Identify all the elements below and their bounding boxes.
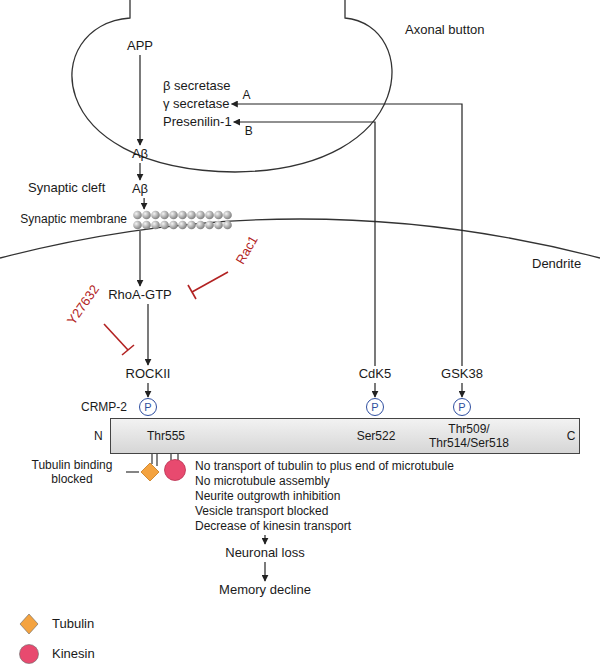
arrow-connector: [264, 535, 265, 544]
arrow-connector: [139, 163, 140, 180]
membrane-label: Synaptic membrane: [20, 212, 127, 227]
site-label: Ser522: [357, 429, 396, 443]
legend-text: Tubulin: [52, 616, 94, 631]
effect-line: Vesicle transport blocked: [195, 504, 454, 519]
kinase-label-text: ROCKII: [126, 366, 171, 382]
terminus-label: C: [567, 429, 576, 443]
legend-swatch-shape: [20, 645, 39, 664]
enzyme-label-text: Presenilin-1: [163, 114, 232, 130]
outcome-label-text: Neuronal loss: [225, 545, 305, 561]
peptide-label-text: Aβ: [132, 181, 148, 197]
kinase-label-text: CdK5: [359, 366, 392, 382]
arrow-connector: [139, 231, 140, 286]
membrane-band: Synaptic membrane: [133, 210, 233, 230]
arrow-connector: [374, 383, 375, 397]
arrow-connector: [147, 304, 148, 365]
outcome-label: Memory decline: [219, 582, 311, 598]
site-label: Thr555: [147, 429, 185, 443]
effect-line: Neurite outgrowth inhibition: [195, 489, 454, 504]
inhibitor-label: Y27632: [63, 281, 103, 329]
effect-line: No transport of tubulin to plus end of m…: [195, 459, 454, 474]
legend-swatch-shape: [20, 614, 38, 634]
enzyme-label-text: β secretase: [163, 78, 230, 94]
kinase-label-text: GSK38: [441, 366, 483, 382]
y27632-inhibition: [104, 324, 134, 355]
site-label: Thr509/ Thr514/Ser518: [419, 422, 519, 450]
outcome-label: Neuronal loss: [225, 545, 305, 561]
effect-line: No microtubule assembly: [195, 474, 454, 489]
protein-label: APP: [127, 38, 153, 54]
edge-label: A: [241, 88, 251, 102]
protein-name: CRMP-2: [81, 400, 127, 414]
enzyme-label: β secretase: [163, 78, 230, 94]
rac1-inhibition: [188, 272, 228, 299]
enzyme-label: γ secretase: [163, 96, 229, 112]
tubulin-diamond: [141, 463, 159, 481]
inhibitor-label: Rac1: [232, 232, 262, 268]
crmp2-bar: CRMP-2NThr555Ser522Thr509/ Thr514/Ser518…: [110, 418, 580, 454]
enzyme-label-text: γ secretase: [163, 96, 229, 112]
protein-label-text: APP: [127, 38, 153, 54]
phospho-letter: P: [367, 399, 383, 415]
kinase-label: ROCKII: [126, 366, 171, 382]
phospho-letter: P: [140, 399, 156, 415]
legend-swatch: [18, 613, 40, 635]
phospho-letter: P: [454, 399, 470, 415]
arrow-connector: [264, 562, 265, 581]
phospho-circle: P: [453, 398, 471, 416]
legend-swatch: [18, 643, 40, 665]
kinase-label: CdK5: [359, 366, 392, 382]
arrow-connector: [232, 104, 463, 366]
annotation: Tubulin binding blocked: [22, 458, 122, 486]
phospho-circle: P: [366, 398, 384, 416]
kinesin-circle: [165, 460, 186, 481]
legend-text: Kinesin: [52, 646, 95, 661]
arrow-connector: [461, 383, 462, 397]
peptide-label: Aβ: [132, 146, 148, 162]
lipid-beads: [133, 210, 233, 230]
arrow-connector: [147, 383, 148, 397]
edge-label: B: [244, 124, 254, 138]
axonal-button-outline: [72, 0, 392, 172]
phospho-circle: P: [139, 398, 157, 416]
kinase-label: GSK38: [441, 366, 483, 382]
enzyme-label: Presenilin-1: [163, 114, 232, 130]
peptide-label: Aβ: [132, 181, 148, 197]
outcome-label-text: Memory decline: [219, 582, 311, 598]
protein-label: RhoA-GTP: [108, 287, 172, 303]
arrow-connector: [139, 55, 140, 145]
terminus-label: N: [94, 429, 103, 443]
effects-list: No transport of tubulin to plus end of m…: [195, 459, 454, 534]
region-label: Axonal button: [405, 22, 485, 38]
region-label: Dendrite: [532, 256, 581, 272]
peptide-label-text: Aβ: [132, 146, 148, 162]
arrow-connector: [144, 198, 145, 209]
protein-label-text: RhoA-GTP: [108, 287, 172, 303]
region-label: Synaptic cleft: [28, 180, 105, 196]
effect-line: Decrease of kinesin transport: [195, 519, 454, 534]
